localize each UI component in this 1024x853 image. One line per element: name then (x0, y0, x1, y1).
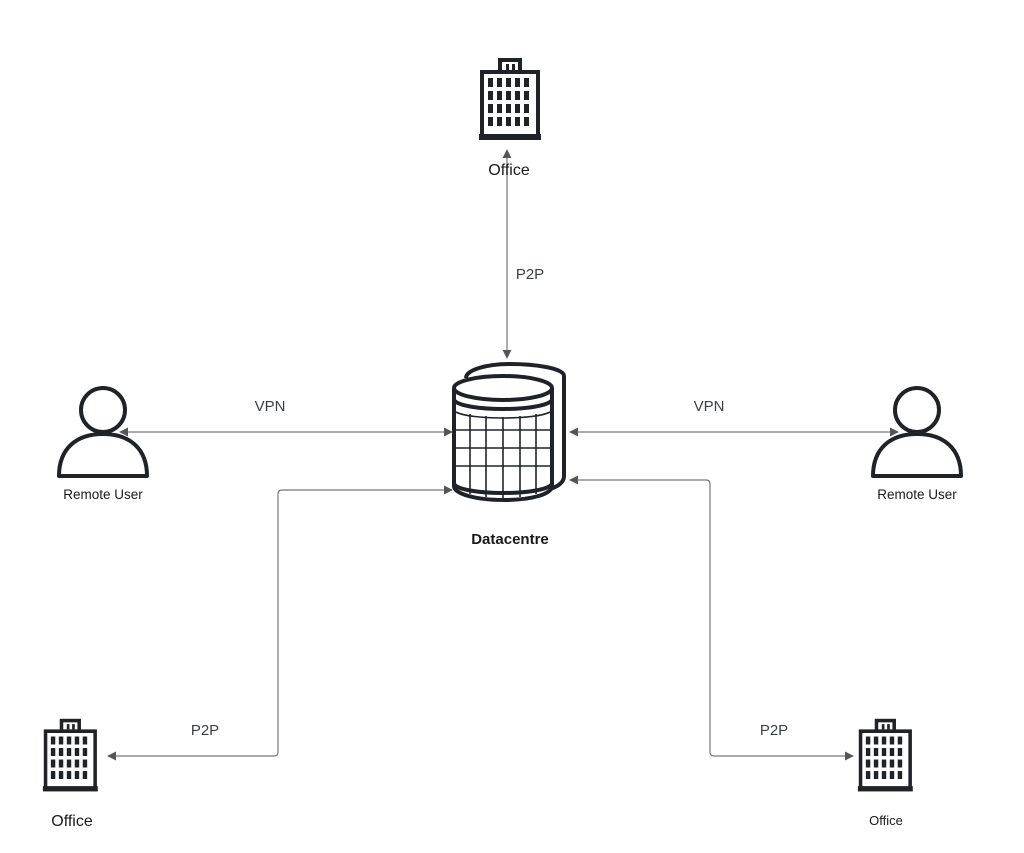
edge-label-right-user: VPN (694, 398, 725, 415)
node-label-office-top: Office (488, 162, 530, 179)
office-building-icon (43, 721, 98, 792)
edge-bottom-left-p2p (107, 485, 453, 761)
node-label-office-bottom-left: Office (51, 813, 93, 830)
node-label-datacentre: Datacentre (471, 531, 549, 548)
node-label-remote-user-right: Remote User (877, 487, 957, 502)
office-building-icon (477, 58, 543, 142)
node-datacentre: Datacentre (452, 361, 566, 548)
edges (107, 149, 899, 761)
node-label-office-bottom-right: Office (869, 813, 903, 828)
node-office-top: Office (477, 58, 543, 179)
node-remote-user-left: Remote User (57, 386, 149, 502)
database-server-icon (452, 361, 566, 503)
edge-label-top: P2P (516, 266, 544, 283)
node-office-bottom-left: Office (43, 721, 98, 830)
node-office-bottom-right: Office (858, 721, 913, 828)
edge-label-bottom-left: P2P (191, 722, 219, 739)
edge-labels: P2P VPN VPN P2P P2P (191, 266, 788, 739)
edge-bottom-right-p2p (569, 475, 854, 761)
node-label-remote-user-left: Remote User (63, 487, 143, 502)
edge-label-left-user: VPN (255, 398, 286, 415)
node-remote-user-right: Remote User (871, 386, 963, 502)
office-building-icon (858, 721, 913, 792)
edge-label-bottom-right: P2P (760, 722, 788, 739)
